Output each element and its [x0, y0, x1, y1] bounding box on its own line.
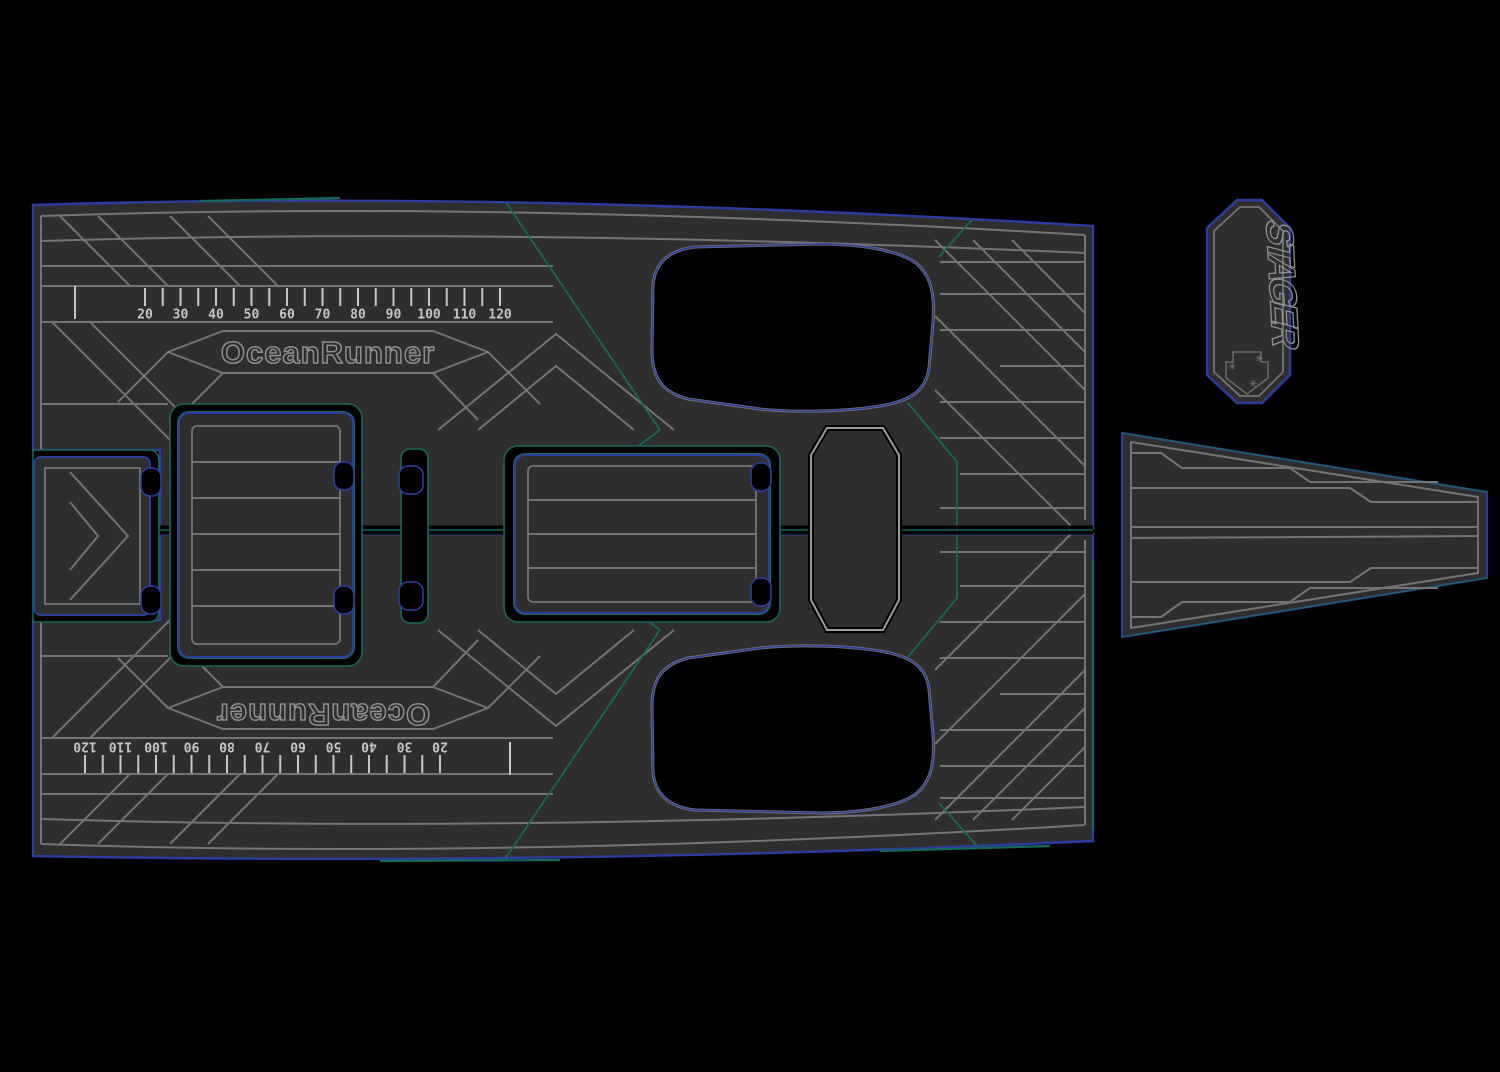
ruler-label: 90 — [386, 308, 402, 323]
ruler-label: 70 — [315, 308, 331, 323]
ruler-label: 80 — [350, 308, 366, 323]
engine-cutout-bottom — [650, 644, 935, 815]
locker-hatch-pad — [177, 411, 355, 659]
ruler-label: 70 — [255, 739, 271, 754]
hatch-stripes — [528, 499, 756, 569]
stager-logo-text: STAGER — [1257, 216, 1306, 359]
deck-brand-text-bottom: OceanRunner — [216, 697, 430, 732]
ruler-label: 20 — [432, 739, 448, 754]
engine-cutout-top — [650, 242, 935, 413]
crest-star-icon: ✳ — [1228, 362, 1236, 373]
deck-brand-text-top: OceanRunner — [221, 335, 435, 370]
stager-logo-pad: STAGER ✳ ✳ ✳ — [1205, 198, 1307, 405]
ruler-label: 60 — [279, 308, 295, 323]
chevron-step-pad — [33, 456, 151, 616]
ruler-label: 50 — [326, 739, 342, 754]
ruler-label: 60 — [290, 739, 306, 754]
ruler-label: 40 — [361, 739, 377, 754]
console-hatch-pad — [513, 453, 771, 615]
ruler-label: 80 — [219, 739, 235, 754]
measure-ruler-top: 20 30 40 50 60 70 80 90 100 110 120 — [74, 286, 512, 323]
ruler-label: 90 — [184, 739, 200, 754]
ruler-label: 30 — [173, 308, 189, 323]
ruler-label: 110 — [453, 308, 477, 323]
crest-star-icon: ✳ — [1255, 354, 1263, 365]
stager-crest-icon: ✳ ✳ ✳ — [1225, 351, 1269, 395]
measure-ruler-bottom: 20 30 40 50 60 70 80 90 100 110 120 — [73, 739, 511, 775]
ruler-label: 100 — [144, 739, 168, 754]
connector-tabs — [140, 461, 772, 615]
ruler-label: 30 — [397, 739, 413, 754]
ruler-label: 100 — [417, 308, 441, 323]
ruler-label: 50 — [244, 308, 260, 323]
center-spine-pad — [808, 425, 902, 633]
ruler-label: 40 — [208, 308, 224, 323]
crest-star-icon: ✳ — [1249, 379, 1257, 390]
ruler-label: 120 — [73, 739, 97, 754]
bow-wedge-pad — [1120, 431, 1489, 639]
ruler-label: 20 — [137, 308, 153, 323]
chevron-pattern — [69, 471, 129, 601]
ruler-label: 120 — [488, 308, 512, 323]
ruler-label: 110 — [109, 739, 133, 754]
edge-accent-teal — [199, 196, 1095, 863]
hatch-stripes — [192, 461, 340, 607]
